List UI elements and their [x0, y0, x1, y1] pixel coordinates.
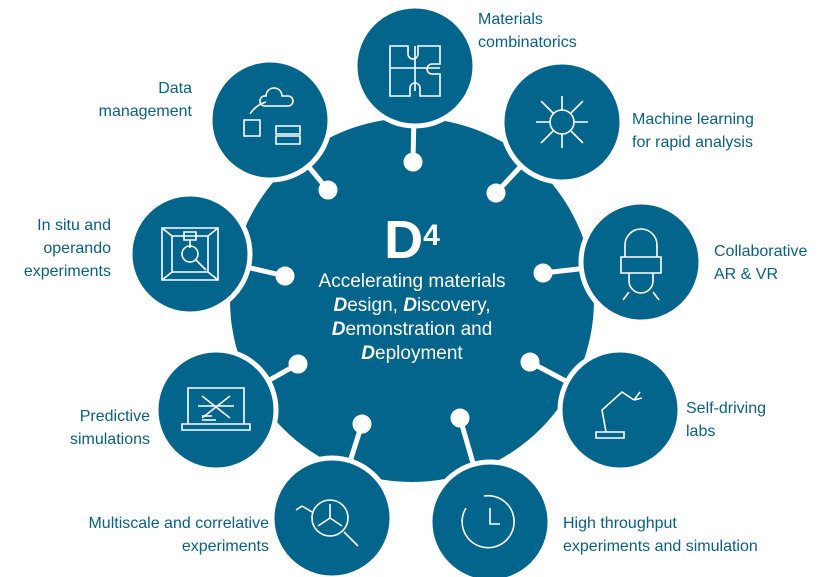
node-circle: [499, 59, 625, 185]
puzzle-icon: [389, 45, 441, 97]
magnifier-chart-icon: [295, 499, 359, 547]
node-circle: [269, 455, 395, 577]
node-circle: [557, 347, 683, 473]
node-circle: [127, 191, 253, 317]
connector-dot: [486, 183, 506, 203]
center-hub: [230, 118, 594, 482]
node-circle: [207, 57, 333, 183]
timer-icon: [461, 494, 515, 549]
connector-dot: [533, 263, 553, 283]
data-storage-icon: [243, 87, 301, 145]
node-circle: [578, 199, 704, 325]
connector-dot: [318, 180, 338, 200]
connector-dot: [352, 414, 372, 434]
connector-dot: [275, 266, 295, 286]
connector-dot: [403, 152, 423, 172]
robot-arm-icon: [595, 390, 643, 439]
connector-dot: [288, 354, 308, 374]
ai-network-icon: [536, 96, 588, 148]
vr-headset-icon: [620, 228, 662, 301]
connector-dot: [520, 352, 540, 372]
chamber-icon: [161, 227, 219, 281]
center-text: D4 Accelerating materials Design, Discov…: [262, 210, 562, 366]
laptop-atom-icon: [181, 387, 251, 431]
d4-title: D4: [384, 210, 440, 270]
connector-dot: [450, 408, 470, 428]
node-circle: [153, 347, 279, 473]
center-subtitle: Accelerating materials Design, Discovery…: [318, 271, 506, 364]
